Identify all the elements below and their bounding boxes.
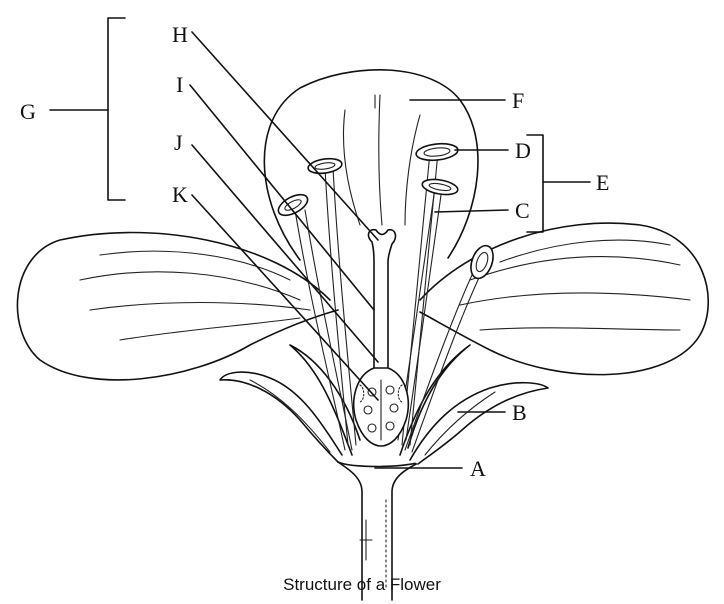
leader-lines (49, 17, 591, 469)
label-e: E (596, 170, 609, 195)
label-a: A (470, 456, 486, 481)
left-sepal (219, 344, 361, 463)
receptacle (337, 461, 421, 468)
label-d: D (515, 138, 531, 163)
diagram-labels: H I J K G F D E C B A (20, 22, 609, 481)
label-h: H (172, 22, 188, 47)
label-b: B (512, 400, 527, 425)
label-j: J (174, 130, 183, 155)
stem (337, 461, 421, 601)
label-k: K (172, 182, 188, 207)
label-f: F (512, 88, 524, 113)
left-petal (16, 231, 339, 381)
right-petal (419, 222, 710, 376)
diagram-caption: Structure of a Flower (283, 575, 441, 594)
pistil (352, 228, 410, 447)
label-c: C (515, 198, 530, 223)
label-i: I (176, 72, 183, 97)
anthers (277, 142, 494, 280)
label-g: G (20, 99, 36, 124)
